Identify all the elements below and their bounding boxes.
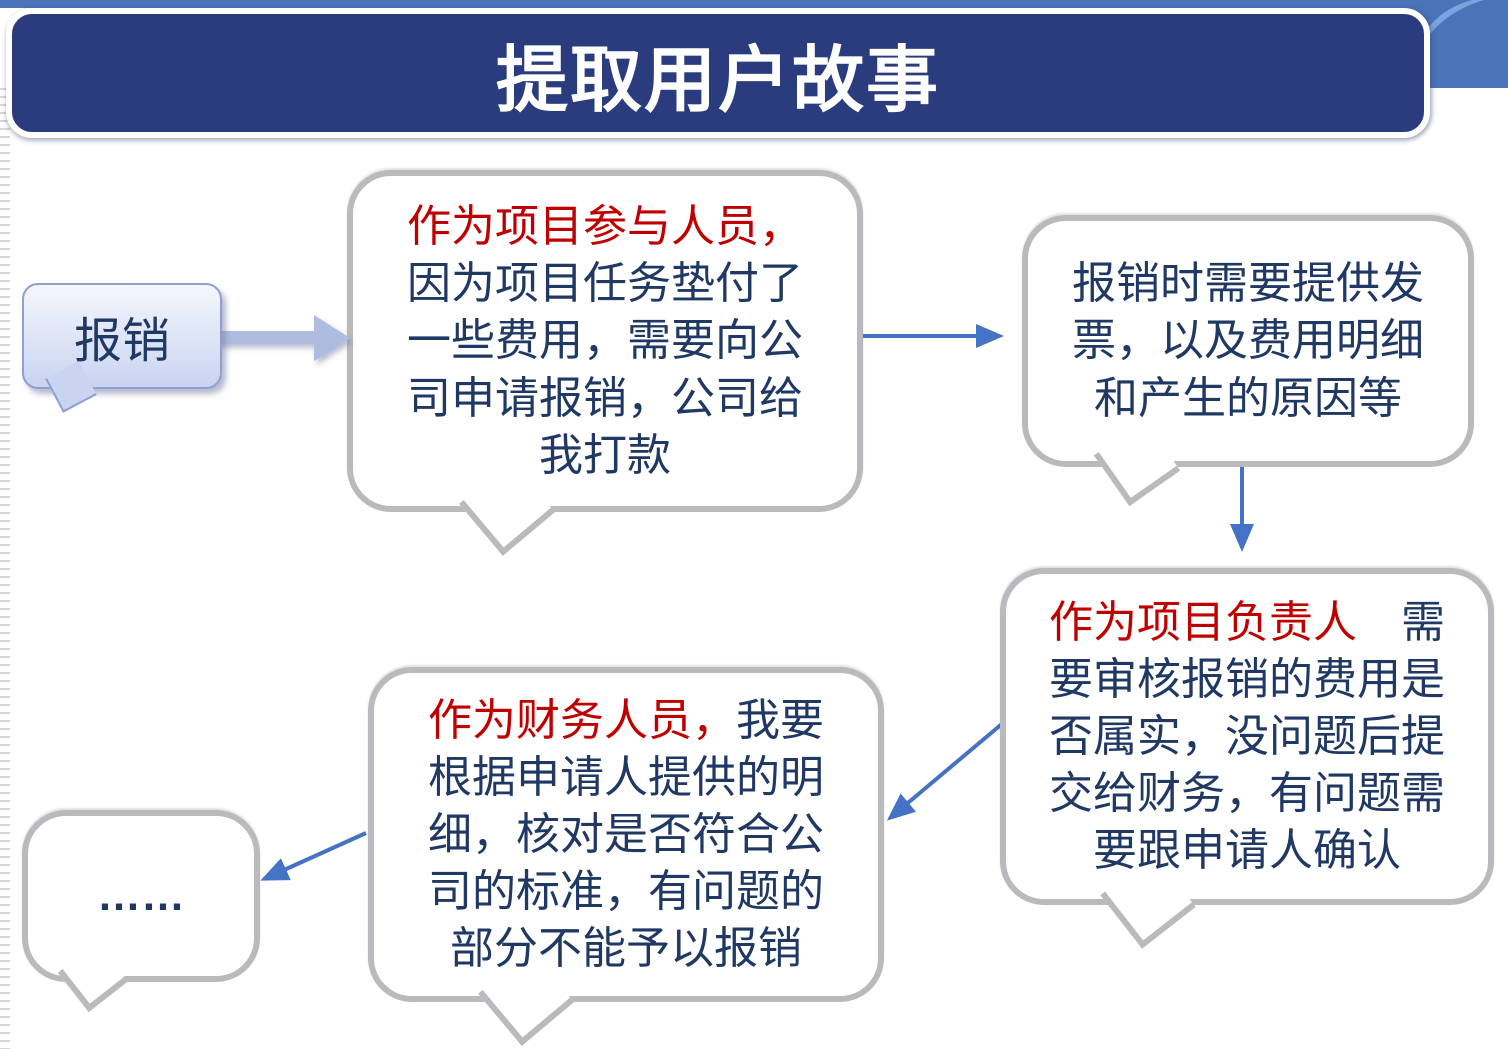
topic-bubble: 报销 <box>22 283 222 413</box>
story-text: 需要审核报销的费用是否属实，没问题后提交给财务，有问题需要跟申请人确认 <box>1049 597 1445 876</box>
top-strip-decoration <box>0 0 1508 8</box>
bubble-text: …… <box>91 867 191 924</box>
arrow-owner-to-finance <box>886 721 1005 821</box>
bubble-text: 作为项目参与人员， 因为项目任务垫付了一些费用，需要向公司申请报销，公司给我打款 <box>384 198 826 484</box>
bubble-more-ellipsis: …… <box>22 810 260 1013</box>
bubble-text: 报销时需要提供发票，以及费用明细和产生的原因等 <box>1062 255 1434 427</box>
bubble-finance-story: 作为财务人员，我要根据申请人提供的明细，核对是否符合公司的标准，有问题的部分不能… <box>368 667 884 1046</box>
page-title: 提取用户故事 <box>495 40 940 121</box>
story-text: 我要根据申请人提供的明细，核对是否符合公司的标准，有问题的部分不能予以报销 <box>428 695 824 974</box>
block-arrow-head <box>314 315 350 361</box>
block-arrow-shaft <box>214 331 316 344</box>
bubble-owner-story: 作为项目负责人 需要审核报销的费用是否属实，没问题后提交给财务，有问题需要跟申请… <box>1000 568 1494 949</box>
bubble-tail <box>57 941 129 1013</box>
story-text: …… <box>97 871 185 921</box>
arrow-finance-to-more <box>260 831 367 881</box>
topic-label: 报销 <box>73 315 170 368</box>
role-text: 作为项目负责人 <box>1049 597 1357 647</box>
notebook-edge-decoration <box>0 88 10 1049</box>
title-banner: 提取用户故事 <box>6 8 1430 138</box>
role-text: 作为财务人员， <box>428 695 736 745</box>
bubble-text: 作为项目负责人 需要审核报销的费用是否属实，没问题后提交给财务，有问题需要跟申请… <box>1026 594 1468 880</box>
story-text: 报销时需要提供发票，以及费用明细和产生的原因等 <box>1072 259 1424 423</box>
block-arrow-topic-to-participant <box>214 315 350 361</box>
story-text: 因为项目任务垫付了一些费用，需要向公司申请报销，公司给我打款 <box>407 259 803 480</box>
bubble-invoice-requirement: 报销时需要提供发票，以及费用明细和产生的原因等 <box>1022 215 1474 507</box>
role-text: 作为项目参与人员， <box>407 202 803 252</box>
bubble-text: 作为财务人员，我要根据申请人提供的明细，核对是否符合公司的标准，有问题的部分不能… <box>405 692 847 978</box>
bubble-participant-story: 作为项目参与人员， 因为项目任务垫付了一些费用，需要向公司申请报销，公司给我打款 <box>347 170 863 556</box>
bubble-tail <box>1093 419 1181 507</box>
